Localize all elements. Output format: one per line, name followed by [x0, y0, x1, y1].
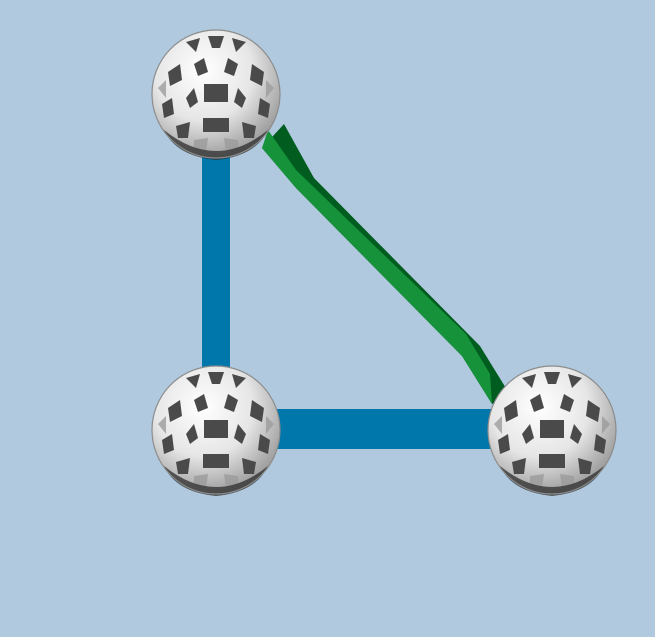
strut-layer — [202, 124, 512, 449]
blue-strut-horizontal[interactable] — [266, 409, 494, 449]
zometool-ball-icon[interactable] — [151, 365, 281, 497]
zometool-ball-icon[interactable] — [151, 29, 281, 161]
green-strut-diagonal[interactable] — [262, 124, 512, 404]
blue-strut-vertical[interactable] — [202, 140, 230, 390]
zometool-ball-icon[interactable] — [487, 365, 617, 497]
